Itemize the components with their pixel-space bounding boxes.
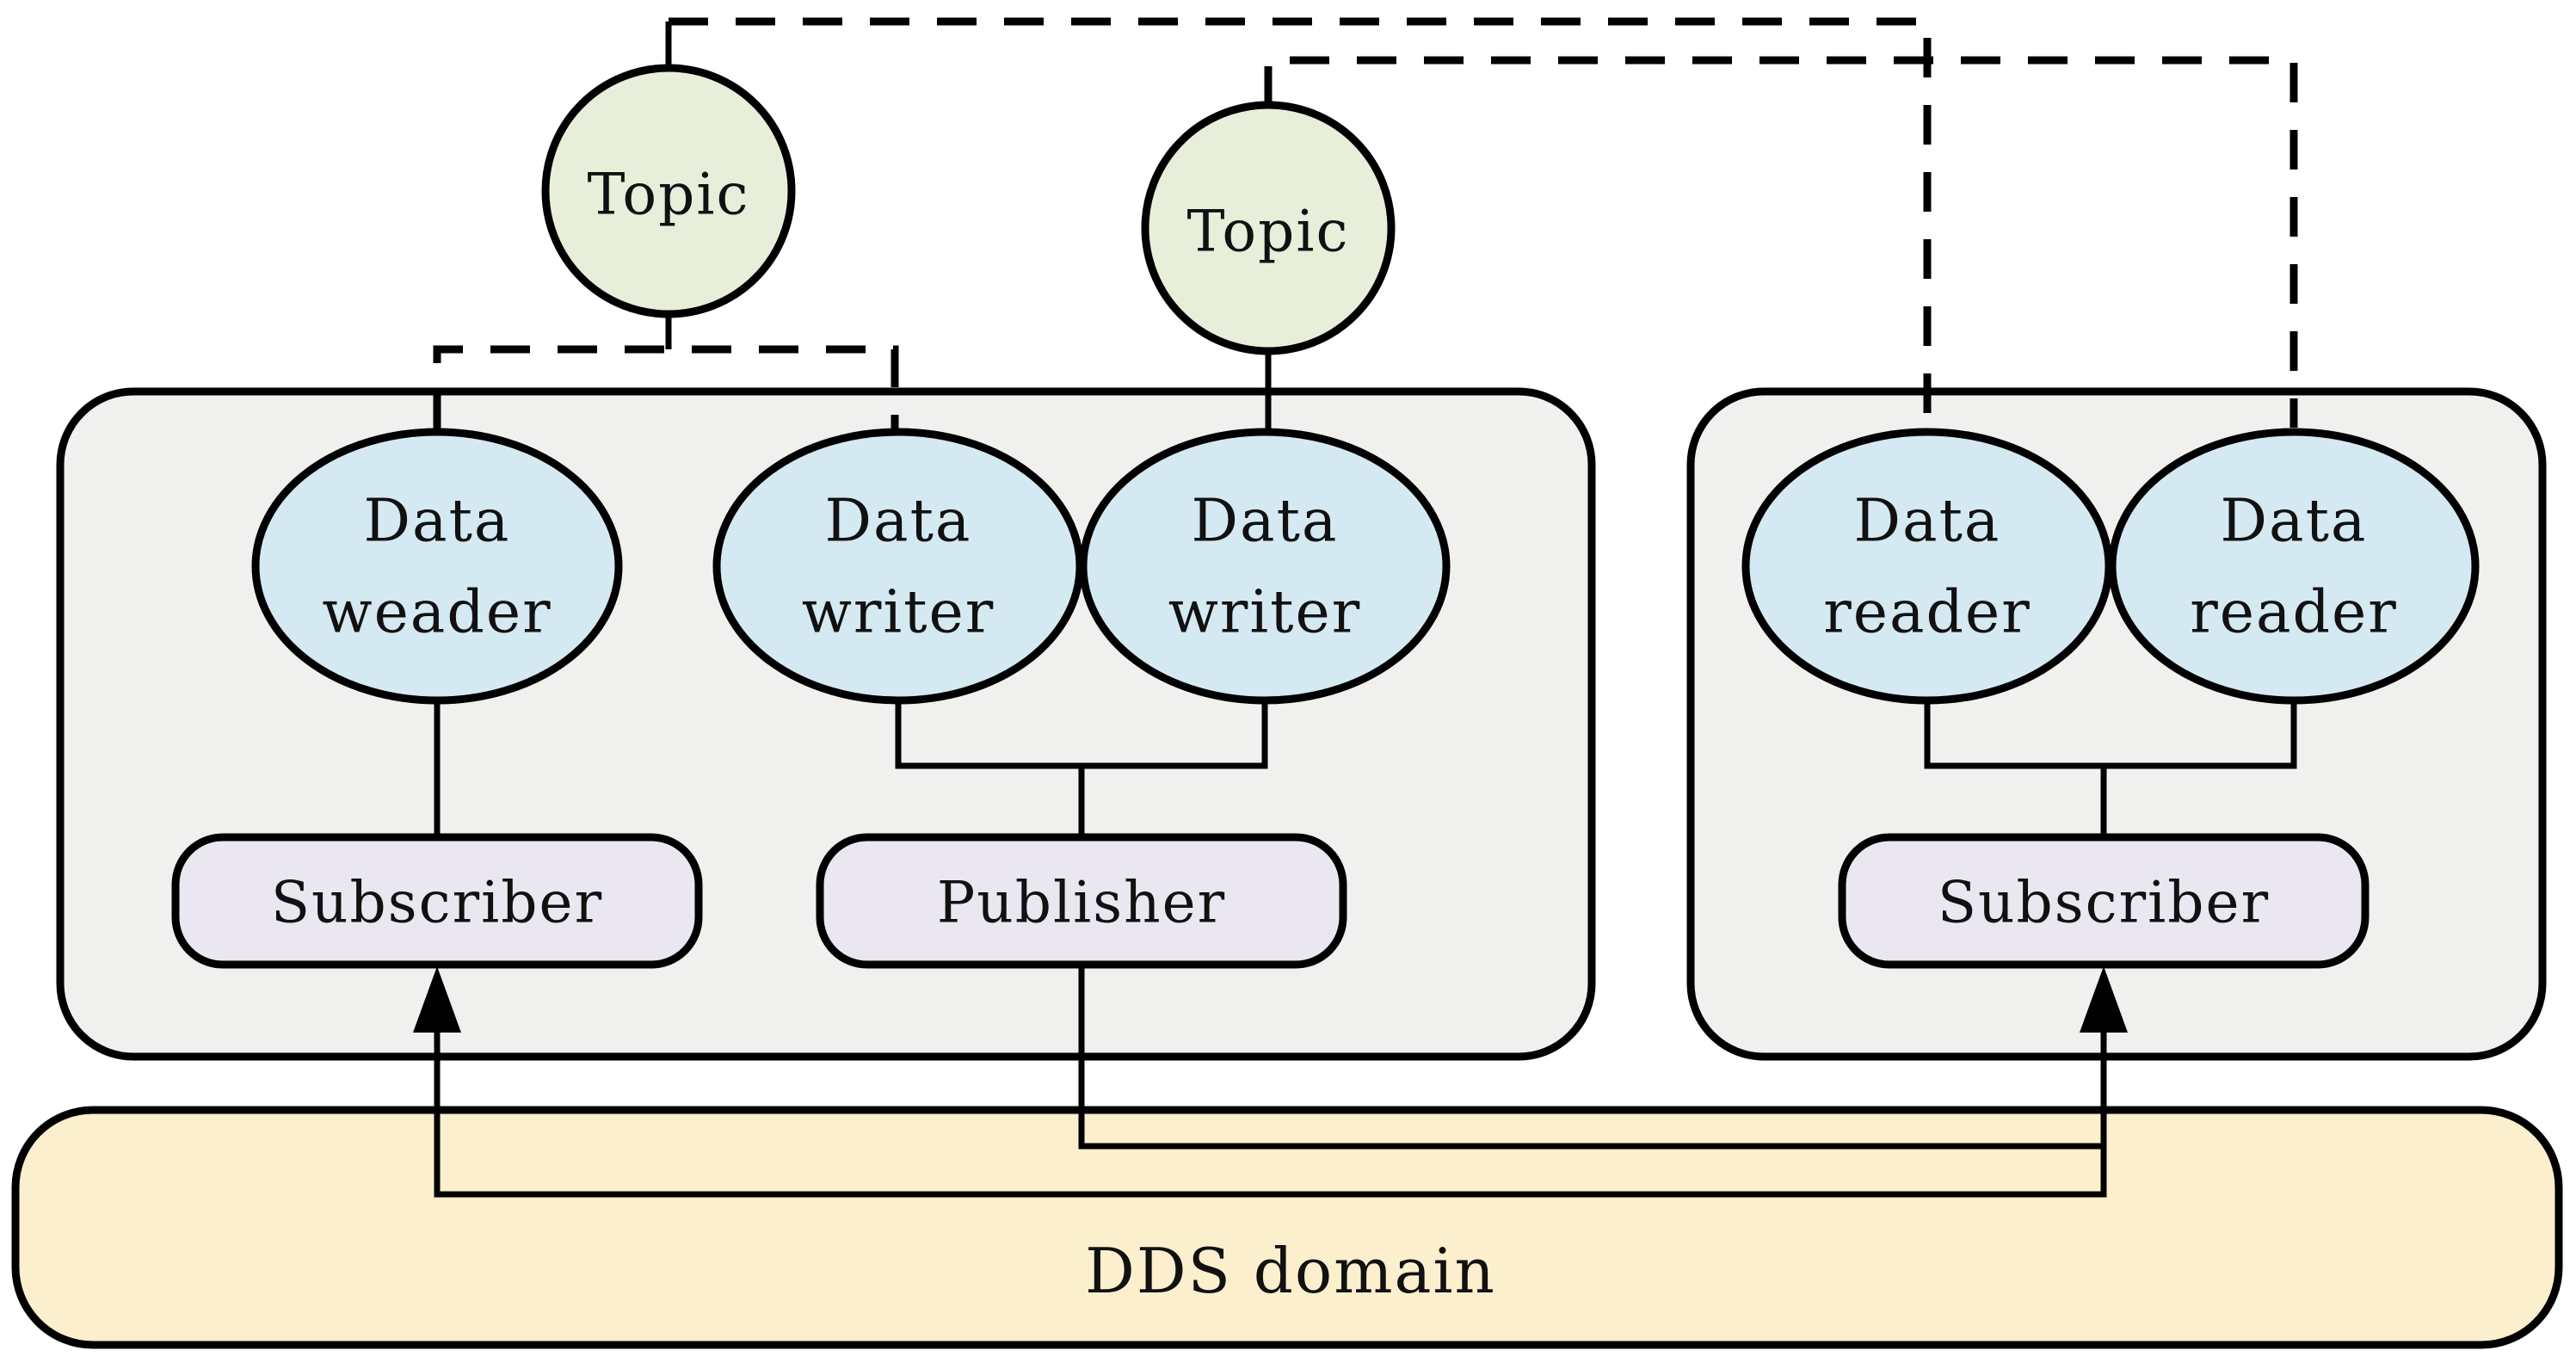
endpoint-data-writer-2: Data writer xyxy=(1079,428,1451,705)
data-writer-1-ellipse xyxy=(712,428,1084,705)
topic-1-label: Topic xyxy=(588,162,750,228)
data-reader-1-label-line1: Data xyxy=(1854,488,2001,556)
topic-node-2: Topic xyxy=(1141,101,1396,355)
topic-2-label: Topic xyxy=(1187,199,1350,265)
data-weader-ellipse xyxy=(251,428,623,705)
dds-domain-box xyxy=(11,1106,2563,1349)
topic-node-1: Topic xyxy=(541,64,796,318)
data-writer-2-ellipse xyxy=(1079,428,1451,705)
topic2-to-reader2-dashed-link xyxy=(1264,56,2298,428)
publisher-to-domain-route xyxy=(1078,965,2104,1150)
left-subscriber-pill: Subscriber xyxy=(171,833,703,969)
left-subscriber-label: Subscriber xyxy=(271,870,603,936)
data-weader-label-line1: Data xyxy=(364,488,511,556)
arrow-up-right-subscriber-icon xyxy=(2080,966,2128,1033)
endpoint-data-writer-1: Data writer xyxy=(712,428,1084,705)
data-reader-2-label-line2: reader xyxy=(2190,579,2398,647)
publisher-label: Publisher xyxy=(937,870,1226,936)
endpoint-data-reader-2: Data reader xyxy=(2108,428,2480,705)
endpoint-data-reader-1: Data reader xyxy=(1741,428,2113,705)
data-writer-2-label-line1: Data xyxy=(1192,488,1339,556)
topic-2-circle xyxy=(1141,101,1396,355)
right-subscriber-label: Subscriber xyxy=(1938,870,2270,936)
left-subscriber-box xyxy=(171,833,703,969)
domain-to-subscribers-route xyxy=(434,1031,2107,1198)
endpoint-data-weader: Data weader xyxy=(251,428,623,705)
publisher-box xyxy=(816,833,1347,969)
writers-to-publisher-link xyxy=(895,699,1268,839)
data-weader-label-line2: weader xyxy=(322,579,552,647)
data-reader-2-ellipse xyxy=(2108,428,2480,705)
dds-domain-label: DDS domain xyxy=(1085,1235,1496,1307)
data-writer-1-label-line1: Data xyxy=(825,488,972,556)
data-reader-2-label-line1: Data xyxy=(2221,488,2368,556)
right-subscriber-pill: Subscriber xyxy=(1838,833,2370,969)
data-writer-2-label-line2: writer xyxy=(1168,579,1362,647)
data-reader-1-label-line2: reader xyxy=(1823,579,2031,647)
data-reader-1-ellipse xyxy=(1741,428,2113,705)
readers-to-subscriber-link xyxy=(1924,699,2297,839)
topic-1-circle xyxy=(541,64,796,318)
topic1-to-reader1-dashed-link xyxy=(669,17,1932,428)
data-writer-1-label-line2: writer xyxy=(802,579,995,647)
publisher-pill: Publisher xyxy=(816,833,1347,969)
arrow-up-left-subscriber-icon xyxy=(413,966,461,1033)
right-subscriber-box xyxy=(1838,833,2370,969)
